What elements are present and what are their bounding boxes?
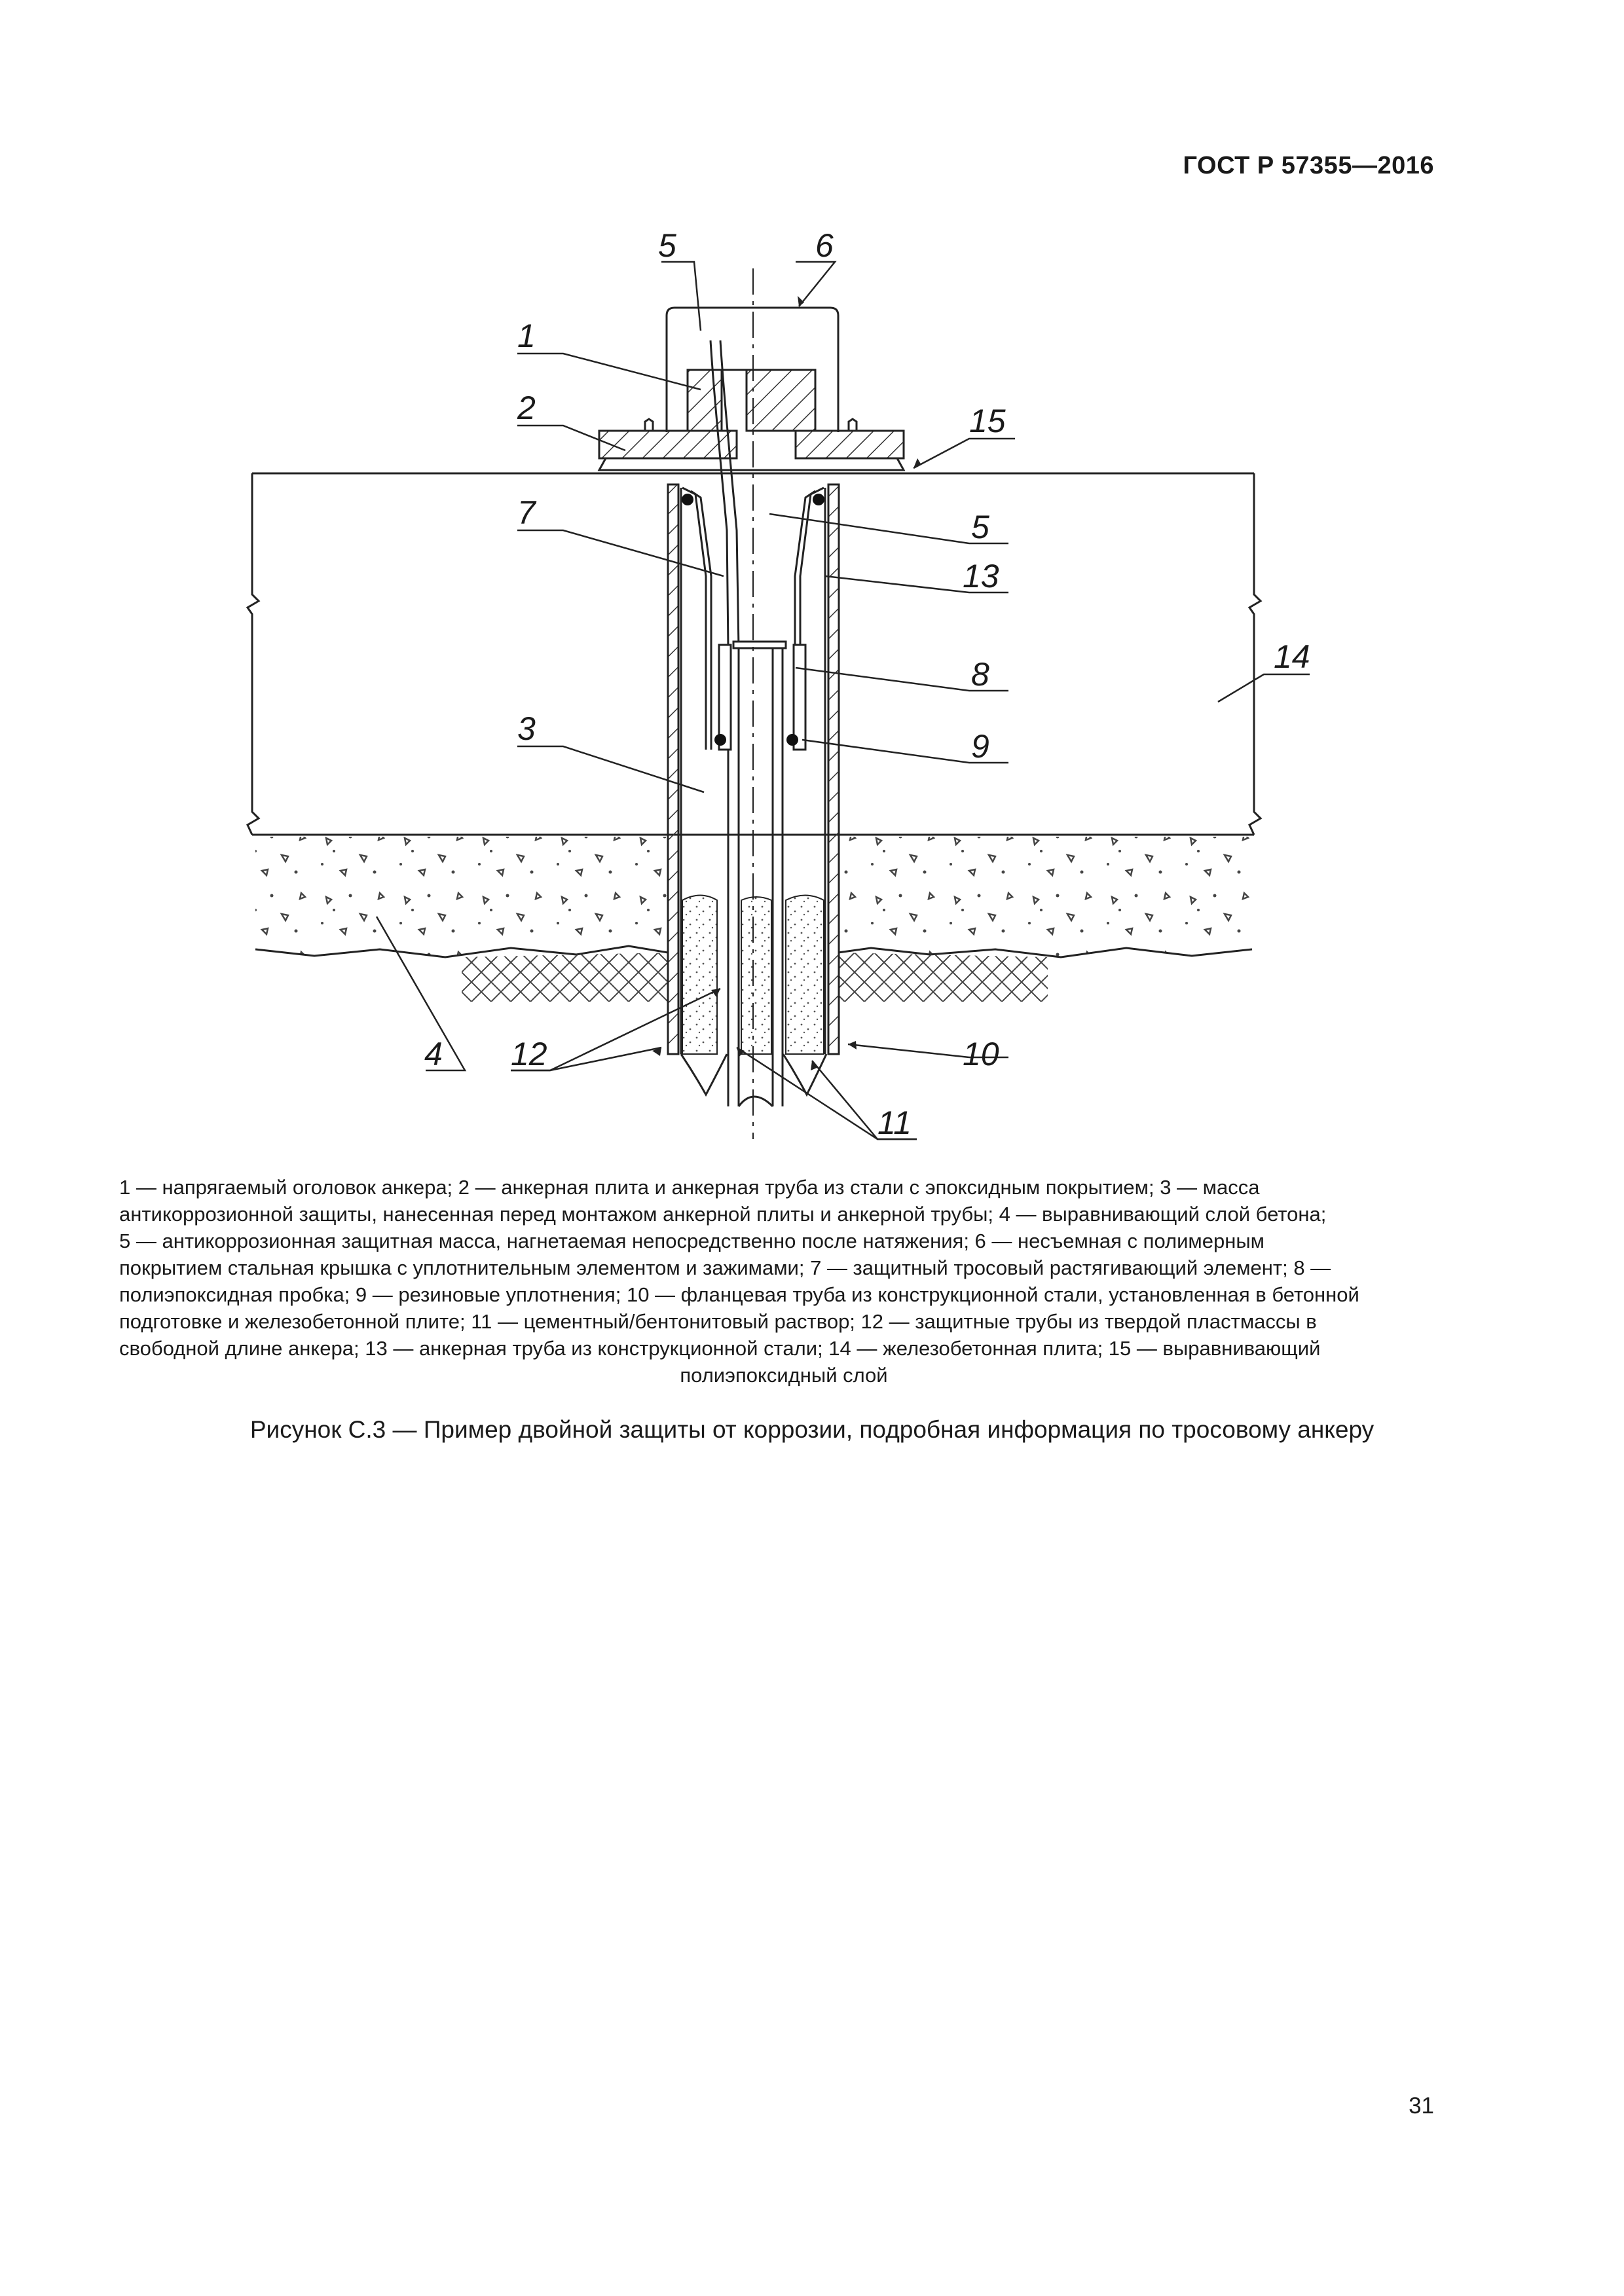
- callout-label: 10: [963, 1036, 999, 1072]
- legend-line: полиэпоксидная пробка; 9 — резиновые упл…: [119, 1283, 1359, 1306]
- leader-arrows: [652, 296, 921, 1070]
- document-code: ГОСТ Р 57355—2016: [1183, 152, 1434, 179]
- figure-legend: 1 — напрягаемый оголовок анкера; 2 — анк…: [119, 1174, 1449, 1389]
- concrete-slab: [246, 472, 1263, 836]
- flange-tube: [667, 483, 840, 1055]
- callout-label: 6: [815, 227, 834, 264]
- callout-label: 15: [969, 403, 1006, 439]
- figure-caption: Рисунок С.3 — Пример двойной защиты от к…: [249, 1416, 1375, 1443]
- legend-line: подготовке и железобетонной плите; 11 — …: [119, 1310, 1317, 1333]
- levelling-concrete-layer: [255, 837, 1253, 958]
- anchor-drawing: 5 6 1 2 15 7 5 13 14 8 3 9 4 12 10 11: [246, 227, 1310, 1141]
- callout-label: 1: [517, 318, 536, 354]
- callout-label: 7: [517, 494, 537, 531]
- rubber-seals: [682, 494, 824, 746]
- page-number: 31: [1409, 2093, 1434, 2119]
- callout-label: 2: [517, 390, 536, 426]
- legend-line: свободной длине анкера; 13 — анкерная тр…: [119, 1337, 1321, 1360]
- soil-hatching: [462, 953, 1048, 1002]
- callout-label: 13: [963, 558, 999, 594]
- legend-line: 1 — напрягаемый оголовок анкера; 2 — анк…: [119, 1176, 1260, 1199]
- legend-line: полиэпоксидный слой: [680, 1364, 888, 1387]
- callout-label: 9: [971, 728, 989, 765]
- callout-label: 5: [658, 227, 676, 264]
- legend-line: антикоррозионной защиты, нанесенная пере…: [119, 1203, 1327, 1226]
- anchor-head-nut: [686, 369, 817, 432]
- protective-pipe: [718, 640, 807, 751]
- anchor-plate: [597, 418, 906, 471]
- steel-cap: [665, 306, 840, 432]
- legend-line: 5 — антикоррозионная защитная масса, наг…: [119, 1230, 1264, 1252]
- callout-label: 14: [1274, 638, 1310, 675]
- leader-lines: [375, 261, 1310, 1140]
- grout-fill: [682, 894, 824, 1055]
- callout-label: 5: [971, 509, 989, 545]
- callout-label: 8: [971, 656, 989, 693]
- break-lines: [680, 1053, 828, 1108]
- callout-labels: 5 6 1 2 15 7 5 13 14 8 3 9 4 12 10 11: [424, 227, 1310, 1141]
- callout-label: 11: [877, 1104, 912, 1141]
- callout-label: 3: [517, 710, 536, 747]
- tendon-strand: [709, 340, 784, 1106]
- callout-label: 4: [424, 1036, 443, 1072]
- callout-label: 12: [511, 1036, 547, 1072]
- legend-line: покрытием стальная крышка с уплотнительн…: [119, 1256, 1331, 1279]
